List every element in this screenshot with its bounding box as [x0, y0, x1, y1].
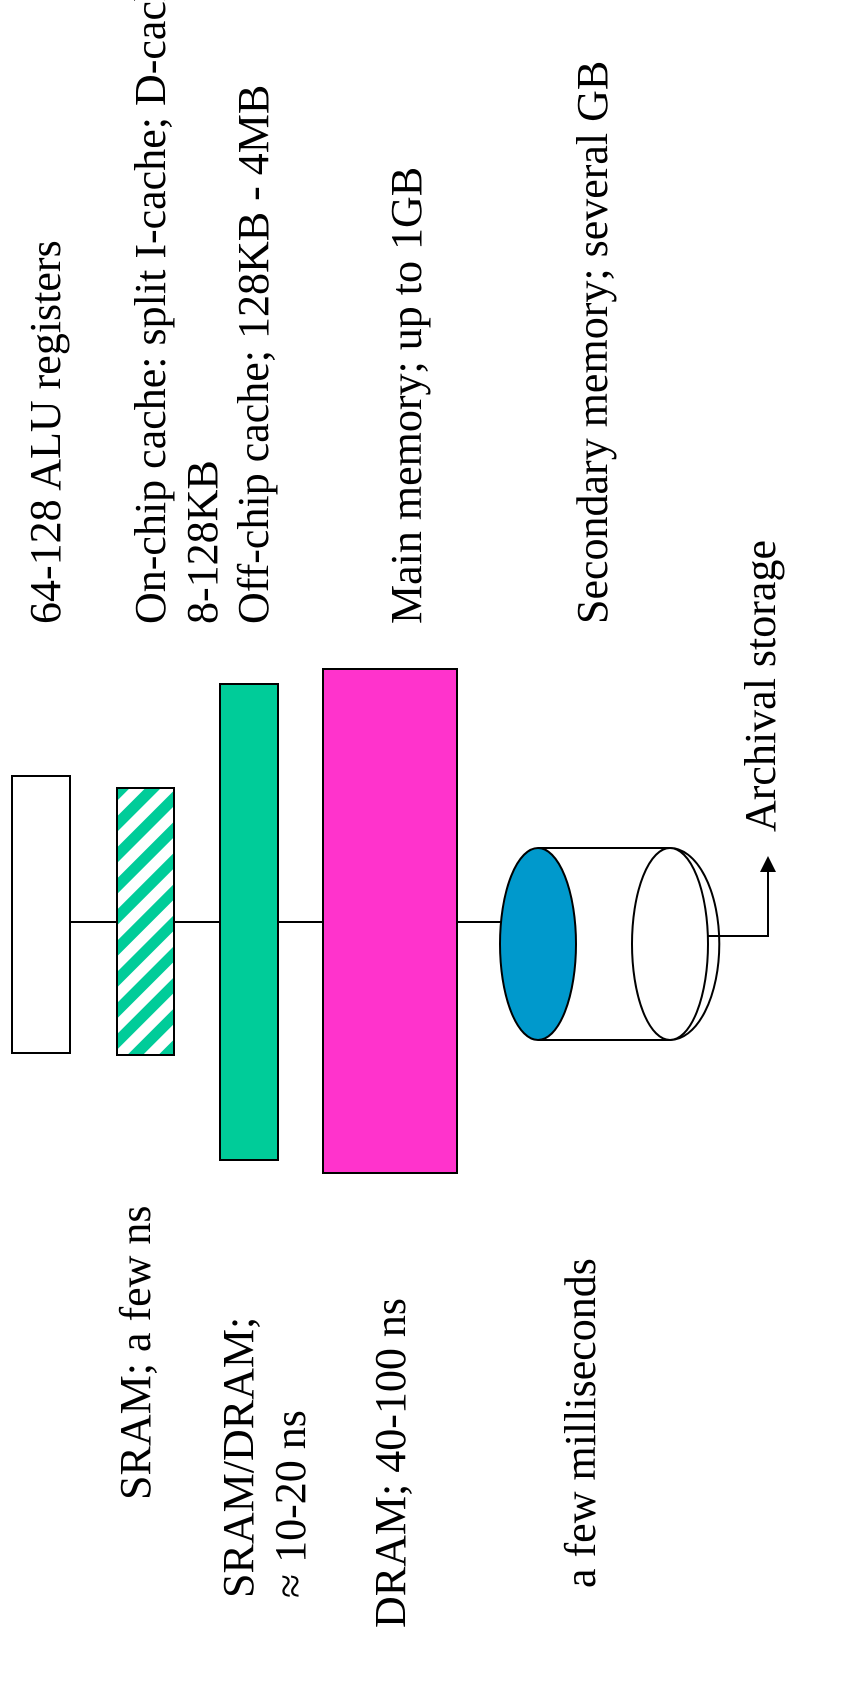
arrow-right-icon: [708, 856, 776, 937]
onchip-cache-box: [116, 787, 175, 1056]
registers-label: 64-128 ALU registers: [21, 240, 70, 624]
onchip-cache-size-label: 8-128KB: [178, 460, 227, 624]
offchip-cache-label: Off-chip cache; 128KB - 4MB: [229, 85, 278, 624]
secondary-memory-label: Secondary memory; several GB: [568, 61, 617, 624]
archival-storage-label: Archival storage: [736, 540, 785, 832]
main-memory-box: [322, 668, 458, 1174]
cylinder-disk-icon: [499, 847, 721, 1041]
offchip-cache-box: [219, 683, 279, 1161]
sram-label: SRAM; a few ns: [111, 1205, 160, 1500]
registers-box: [11, 775, 71, 1054]
disk-access-time-label: a few milliseconds: [556, 1258, 605, 1588]
sram-dram-time-label: ≈ 10-20 ns: [266, 1410, 315, 1598]
sram-dram-label: SRAM/DRAM;: [214, 1317, 263, 1598]
main-memory-label: Main memory; up to 1GB: [382, 167, 431, 624]
dram-label: DRAM; 40-100 ns: [366, 1298, 415, 1628]
onchip-cache-label: On-chip cache: split I-cache; D-cache: [126, 0, 175, 624]
disk-face: [499, 847, 577, 1041]
